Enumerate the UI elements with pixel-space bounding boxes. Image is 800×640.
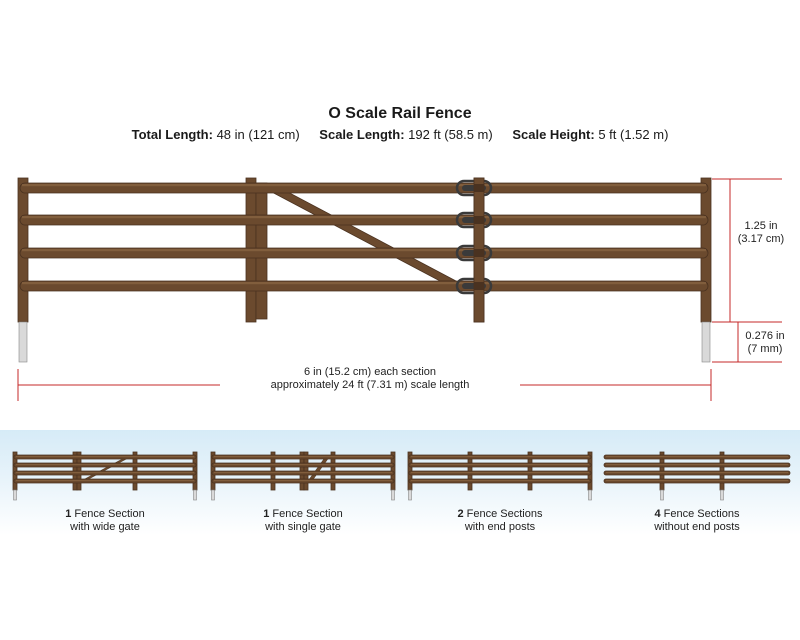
mounting-pin — [701, 321, 711, 363]
section-scale-length: approximately 24 ft (7.31 m) scale lengt… — [270, 379, 470, 391]
variant-count: 1 — [65, 508, 72, 520]
mounting-pin — [720, 489, 724, 501]
mini-fence-no-end-posts — [603, 451, 791, 501]
height-dimension-label: 1.25 in (3.17 cm) — [726, 220, 796, 246]
mounting-pin — [408, 489, 412, 501]
spec-label: Total Length: — [131, 127, 213, 142]
rail-highlight — [606, 472, 788, 473]
rail-highlight — [16, 480, 194, 481]
variant-detail: with wide gate — [70, 521, 140, 533]
mini-fence-single-gate — [210, 451, 396, 501]
variant-caption-single-gate: 1 Fence Section with single gate — [203, 508, 403, 534]
rail-highlight — [214, 464, 392, 465]
post-rail-joint — [474, 282, 484, 290]
main-fence — [17, 177, 712, 363]
spec-label: Scale Length: — [319, 127, 405, 142]
rail-highlight — [22, 184, 706, 187]
rail-highlight — [411, 464, 589, 465]
post-rail-joint — [474, 216, 484, 224]
rail-highlight — [16, 464, 194, 465]
page-title: O Scale Rail Fence — [328, 105, 472, 122]
spec-value: 5 ft (1.52 m) — [598, 127, 669, 142]
rail-highlight — [214, 472, 392, 473]
gate-diagonal-brace — [267, 189, 457, 282]
mounting-pin — [211, 489, 215, 501]
height-metric: (3.17 cm) — [737, 233, 785, 245]
section-length: 6 in (15.2 cm) each section — [303, 366, 437, 378]
mounting-pin — [193, 489, 197, 501]
rail-highlight — [411, 456, 589, 457]
variant-wide-gate-illustration — [12, 451, 198, 501]
variant-label: Fence Section — [74, 508, 145, 520]
spec-total-length: Total Length: 48 in (121 cm) — [132, 127, 300, 142]
post-rail-joint — [474, 249, 484, 257]
rail-highlight — [606, 456, 788, 457]
main-fence-diagram — [17, 177, 782, 401]
rail-highlight — [22, 282, 706, 285]
height-value: 1.25 in — [744, 220, 778, 232]
rail-highlight — [214, 456, 392, 457]
spec-value: 192 ft (58.5 m) — [408, 127, 493, 142]
rail-highlight — [411, 480, 589, 481]
mounting-pin — [13, 489, 17, 501]
variant-label: Fence Sections — [663, 508, 740, 520]
variant-no-end-posts-illustration — [603, 451, 791, 501]
section-dimension-label: 6 in (15.2 cm) each section approximatel… — [220, 366, 520, 392]
variant-label: Fence Section — [272, 508, 343, 520]
variant-count: 4 — [654, 508, 661, 520]
rail-highlight — [606, 464, 788, 465]
rail-highlight — [16, 472, 194, 473]
spec-row: Total Length: 48 in (121 cm) Scale Lengt… — [0, 127, 800, 142]
pin-metric: (7 mm) — [747, 343, 783, 355]
spec-value: 48 in (121 cm) — [216, 127, 300, 142]
mounting-pin — [391, 489, 395, 501]
rail-highlight — [16, 456, 194, 457]
variant-single-gate-illustration — [210, 451, 396, 501]
mounting-pin — [660, 489, 664, 501]
spec-scale-height: Scale Height: 5 ft (1.52 m) — [512, 127, 668, 142]
variant-count: 1 — [263, 508, 270, 520]
mounting-pin — [588, 489, 592, 501]
pin-value: 0.276 in — [745, 330, 785, 342]
mounting-pin — [18, 321, 28, 363]
variant-detail: without end posts — [654, 521, 740, 533]
variant-caption-wide-gate: 1 Fence Section with wide gate — [5, 508, 205, 534]
variant-end-posts-illustration — [407, 451, 593, 501]
variant-caption-end-posts: 2 Fence Sections with end posts — [400, 508, 600, 534]
variant-detail: with end posts — [464, 521, 536, 533]
rail-highlight — [606, 480, 788, 481]
mini-fence-wide-gate — [12, 451, 198, 501]
gate-diagonal-brace — [307, 455, 331, 482]
spec-scale-length: Scale Length: 192 ft (58.5 m) — [319, 127, 492, 142]
mini-fence-end-posts — [407, 451, 593, 501]
post-rail-joint — [474, 184, 484, 192]
variant-caption-no-end-posts: 4 Fence Sections without end posts — [597, 508, 797, 534]
rail-highlight — [214, 480, 392, 481]
variant-label: Fence Sections — [466, 508, 543, 520]
spec-label: Scale Height: — [512, 127, 595, 142]
rail-highlight — [411, 472, 589, 473]
variant-count: 2 — [457, 508, 464, 520]
gate-diagonal-brace — [80, 455, 133, 482]
rail-highlight — [22, 216, 706, 219]
pin-dimension-label: 0.276 in (7 mm) — [730, 330, 800, 356]
rail-highlight — [22, 249, 706, 252]
variant-detail: with single gate — [265, 521, 341, 533]
